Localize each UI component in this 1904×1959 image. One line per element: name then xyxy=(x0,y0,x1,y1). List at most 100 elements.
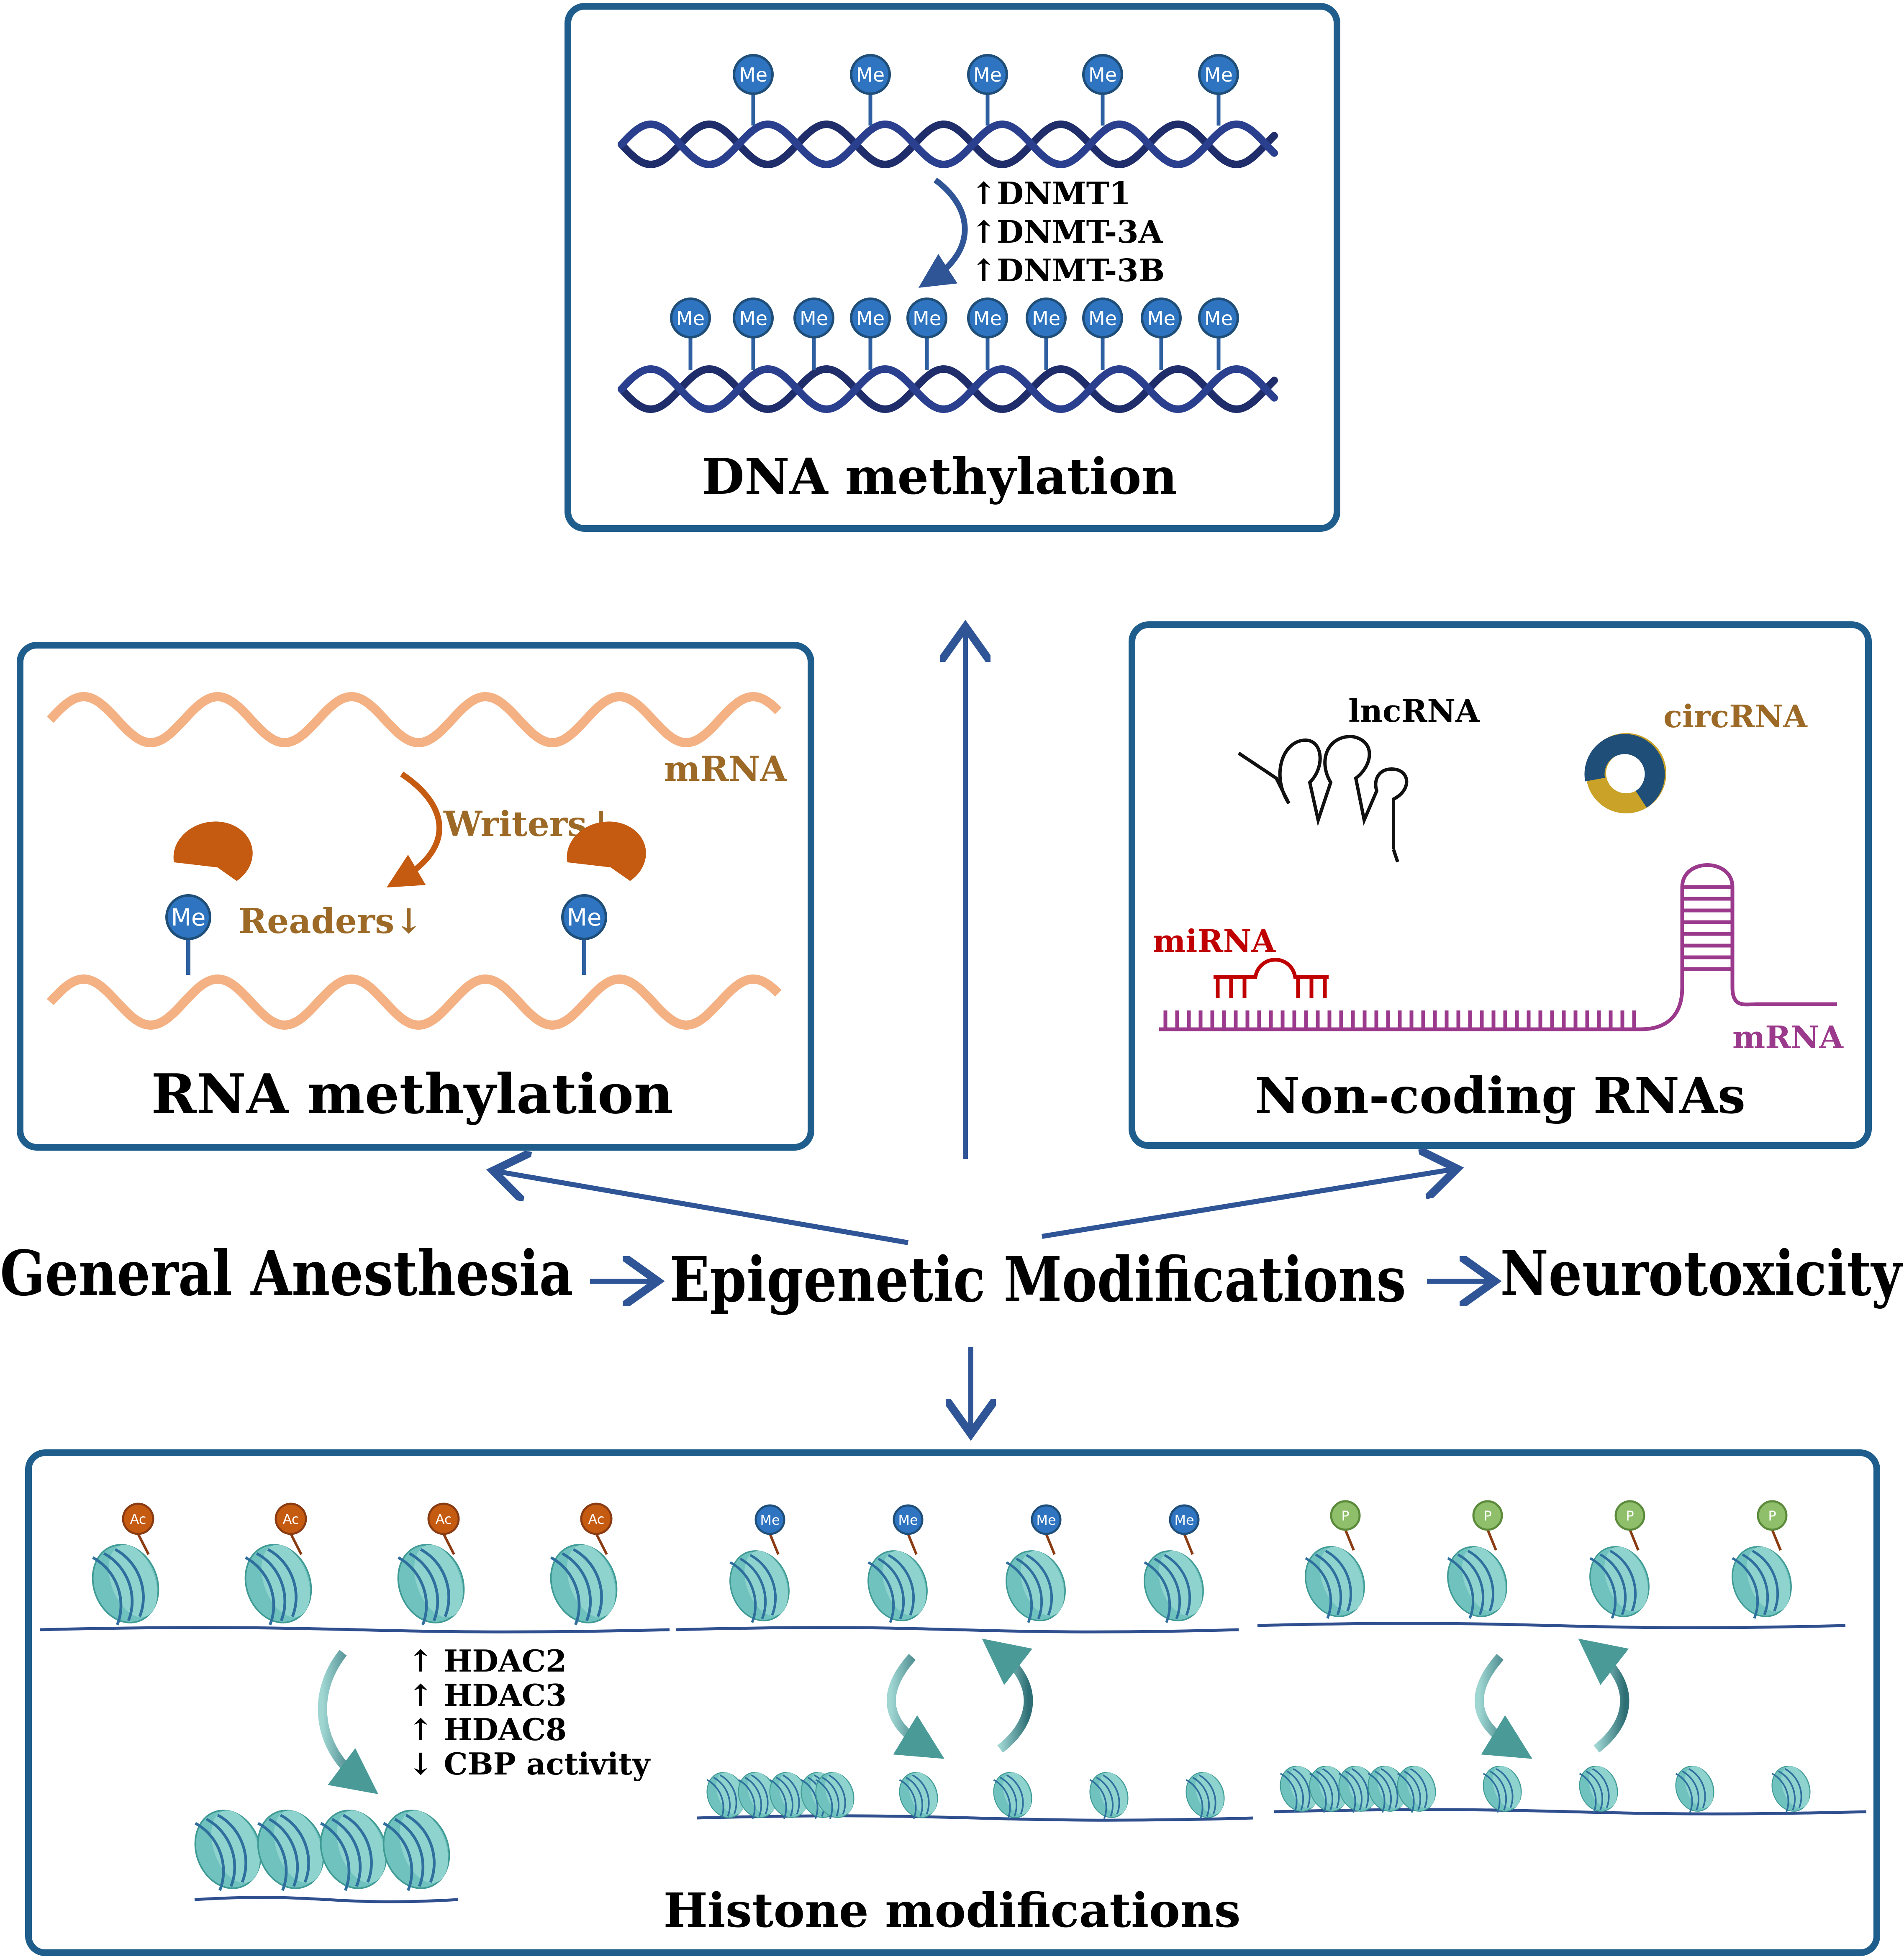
nucleosome xyxy=(815,1772,854,1819)
rna-methylation-panel: mRNA Writers↓ Readers↓ Me Me RNA methyla… xyxy=(17,642,814,1151)
nucleosome xyxy=(320,1810,387,1891)
ncrna-panel-border xyxy=(1129,621,1872,1149)
methyl-label: Me xyxy=(1204,307,1233,330)
flow-neurotoxicity: Neurotoxicity xyxy=(1500,1237,1903,1310)
dnmt-enzyme-list: ↑DNMT1↑DNMT-3A↑DNMT-3B xyxy=(971,176,1165,289)
dnmt-curved-arrow xyxy=(918,177,968,288)
histone-panel-title: Histone modifications xyxy=(663,1883,1240,1938)
histone-mark: Ac xyxy=(580,1503,613,1555)
hdac-enzyme: ↑ HDAC8 xyxy=(408,1712,567,1747)
methyl-label: Me xyxy=(800,307,828,330)
nucleosomes xyxy=(92,1544,1811,1891)
dna-helix-top xyxy=(618,120,1278,169)
histone-mark-label: Me xyxy=(1036,1512,1056,1528)
rna-panel-title: RNA methylation xyxy=(151,1062,673,1126)
nucleosome xyxy=(867,1550,928,1623)
histone-mark-label: Ac xyxy=(588,1511,605,1527)
histone-mark: Me xyxy=(1169,1504,1200,1555)
dnmt-enzyme: ↑DNMT-3B xyxy=(971,253,1165,289)
nucleosome xyxy=(92,1544,159,1626)
nucleosome xyxy=(1397,1766,1436,1813)
flow-epigenetic-modifications: Epigenetic Modifications xyxy=(670,1243,1406,1316)
methyl-mark: Me xyxy=(906,297,947,370)
nucleosome xyxy=(194,1810,262,1891)
histone-mark: Me xyxy=(1031,1504,1062,1555)
nucleosome xyxy=(1338,1766,1378,1813)
nucleosome xyxy=(1589,1546,1650,1619)
svg-text:Me: Me xyxy=(567,904,602,931)
methyl-label: Me xyxy=(1147,307,1175,330)
nucleosome xyxy=(1280,1766,1319,1813)
dna-panel-border xyxy=(565,3,1340,532)
nucleosome xyxy=(1089,1772,1129,1819)
hdac-enzyme: ↑ HDAC3 xyxy=(408,1677,567,1713)
nucleosome xyxy=(738,1772,777,1819)
circrna-icon xyxy=(1584,733,1666,813)
circrna-label: circRNA xyxy=(1663,699,1808,735)
methyl-label: Me xyxy=(1088,307,1117,330)
nucleosome xyxy=(1675,1766,1714,1813)
svg-text:Me: Me xyxy=(171,904,206,931)
histone-mark-label: Me xyxy=(760,1512,780,1528)
methyl-label: Me xyxy=(856,307,885,330)
methyl-mark: Me xyxy=(670,297,711,370)
dna-helix-bottom xyxy=(618,365,1278,413)
methyl-mark: Me xyxy=(733,297,774,370)
histone-panel-border xyxy=(25,1449,1880,1956)
methyl-mark: Me xyxy=(850,297,891,370)
histone-dna-lines xyxy=(39,1622,1867,1903)
nucleosome xyxy=(1447,1546,1507,1619)
methyl-mark: Me xyxy=(967,54,1008,126)
histone-mark-label: Me xyxy=(1174,1512,1194,1528)
histone-mark-label: Ac xyxy=(130,1511,146,1527)
mrna-label: mRNA xyxy=(664,749,788,789)
methyl-label: Me xyxy=(676,307,705,330)
rna-methyl-mark-left: Me xyxy=(165,894,211,975)
writers-curved-arrow xyxy=(386,772,442,888)
nucleosome xyxy=(382,1810,450,1891)
flow-general-anesthesia: General Anesthesia xyxy=(0,1237,573,1310)
rna-methyl-mark-right: Me xyxy=(561,894,607,975)
histone-mark: P xyxy=(1614,1500,1645,1551)
dna-panel-title: DNA methylation xyxy=(702,447,1178,505)
methyl-label: Me xyxy=(973,64,1002,86)
readers-label: Readers↓ xyxy=(239,901,423,941)
arrow-to-ncrna xyxy=(1042,1169,1452,1239)
nucleosome xyxy=(729,1550,790,1623)
mrna-hairpin-icon xyxy=(1159,863,1837,1031)
nucleosome xyxy=(1144,1550,1204,1623)
histone-mark-label: P xyxy=(1626,1508,1634,1524)
nucleosome xyxy=(397,1544,465,1626)
mirna-icon xyxy=(1214,958,1329,998)
noncoding-rna-panel: lncRNA circRNA miRNA mRNA Non-coding RNA… xyxy=(1129,621,1872,1149)
methyl-label: Me xyxy=(739,64,767,86)
methyl-label: Me xyxy=(913,307,941,330)
ncrna-mrna-label: mRNA xyxy=(1732,1020,1844,1056)
nucleosome xyxy=(1006,1550,1066,1623)
histone-mark: Ac xyxy=(122,1503,154,1555)
hdac-enzyme-list: ↑ HDAC2↑ HDAC3↑ HDAC8↓ CBP activity xyxy=(408,1643,651,1782)
nucleosome xyxy=(1732,1546,1792,1619)
methyl-mark: Me xyxy=(1026,297,1067,370)
nucleosome xyxy=(1579,1766,1618,1813)
nucleosome xyxy=(244,1544,312,1626)
hdac-enzyme: ↑ HDAC2 xyxy=(408,1643,567,1679)
nucleosome xyxy=(1186,1772,1225,1819)
ncrna-panel-title: Non-coding RNAs xyxy=(1255,1067,1746,1125)
histone-mark-label: P xyxy=(1341,1508,1349,1524)
nucleosome xyxy=(1771,1766,1811,1813)
methyl-mark: Me xyxy=(1082,297,1123,370)
mrna-strand-bottom xyxy=(46,974,782,1030)
histone-mark-label: Ac xyxy=(283,1511,299,1527)
histone-mark: Ac xyxy=(275,1503,307,1555)
methyl-label: Me xyxy=(1204,64,1233,86)
nucleosome xyxy=(1368,1766,1407,1813)
arrow-to-rna xyxy=(498,1172,909,1245)
lncrna-icon xyxy=(1237,734,1409,863)
nucleosome xyxy=(769,1772,808,1819)
nucleosome xyxy=(550,1544,618,1626)
